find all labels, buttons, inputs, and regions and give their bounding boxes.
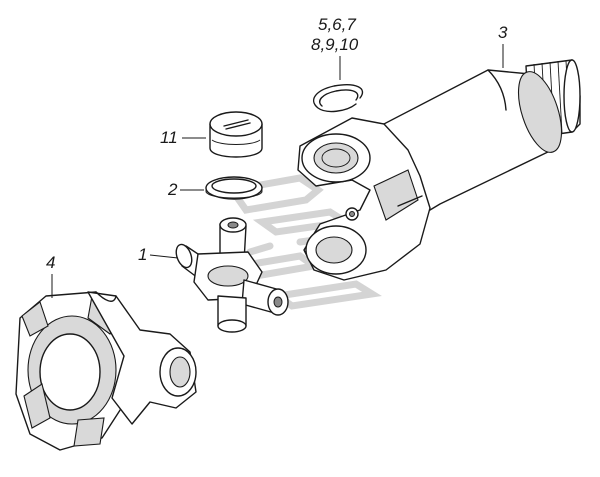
callout-5-7: 5,6,7 8,9,10: [311, 15, 359, 80]
callout-4: 4: [46, 253, 55, 298]
callout-11: 11: [160, 128, 206, 147]
part-2-seal: [205, 176, 263, 200]
part-1-cross-spider: [175, 217, 289, 333]
callout-label-4: 4: [46, 253, 55, 272]
callout-label-5-7: 5,6,7: [318, 15, 356, 34]
callout-label-2: 2: [167, 180, 178, 199]
callout-label-11: 11: [160, 128, 178, 147]
callout-3: 3: [498, 23, 508, 68]
part-5-10-snap-ring: [313, 84, 364, 113]
callout-label-1: 1: [138, 245, 147, 264]
callout-label-3: 3: [498, 23, 508, 42]
callout-1: 1: [138, 245, 179, 264]
callout-2: 2: [167, 180, 204, 199]
part-4-flange-yoke: [15, 291, 197, 451]
part-11-bearing-cap: [209, 111, 263, 158]
part-3-shaft-yoke: [297, 59, 581, 281]
callout-label-8-10: 8,9,10: [311, 35, 359, 54]
